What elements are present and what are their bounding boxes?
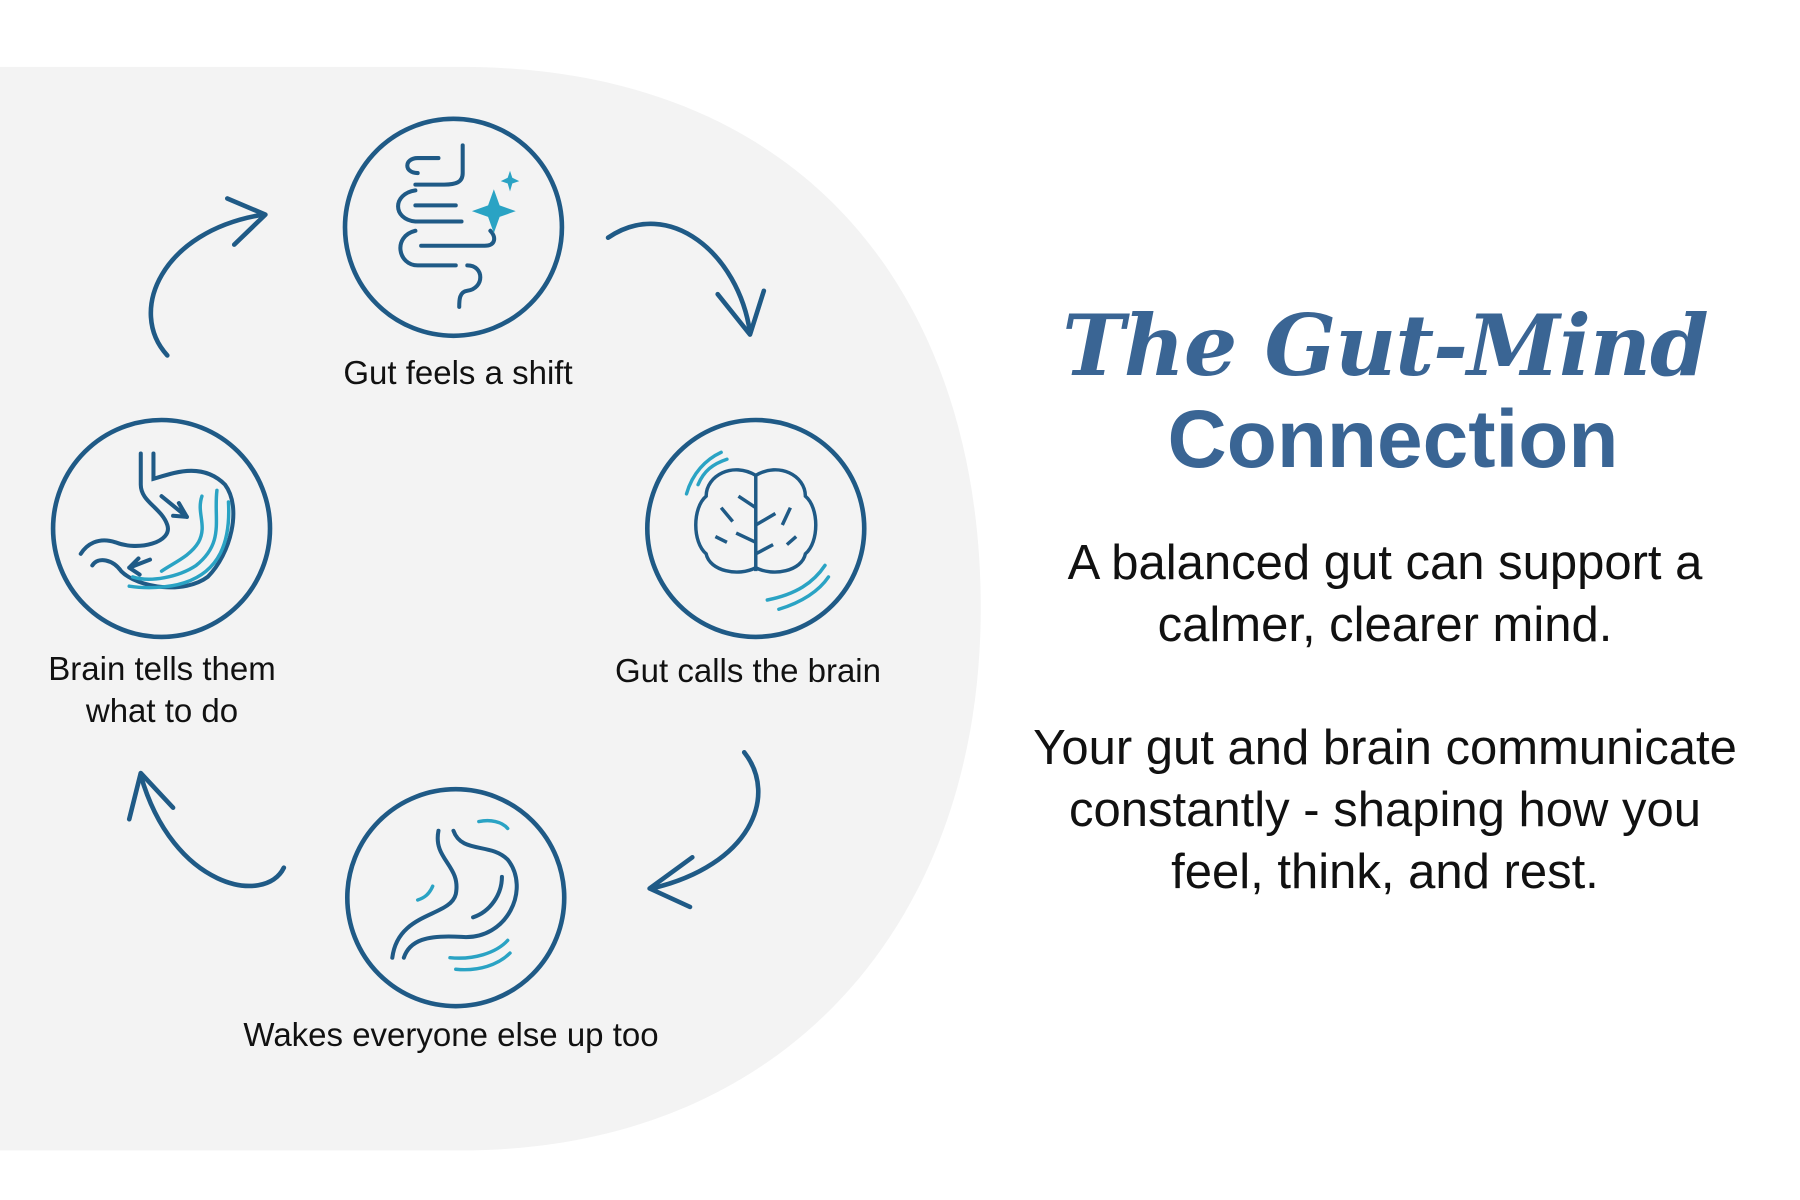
body-paragraph-2: Your gut and brain communicate constantl… xyxy=(1033,717,1737,903)
body-paragraph-1: A balanced gut can support a calmer, cle… xyxy=(1068,532,1703,656)
body-line: Your gut and brain communicate xyxy=(1033,721,1737,775)
arrow-icon xyxy=(647,750,761,910)
step-label-wakes-everyone: Wakes everyone else up too xyxy=(243,1016,659,1053)
arrow-icon xyxy=(126,770,287,889)
intestine-sparkle-icon xyxy=(396,143,497,309)
body-line: feel, think, and rest. xyxy=(1171,845,1599,899)
sparkle-icon xyxy=(471,170,520,234)
step-label-brain-tells: Brain tells them what to do xyxy=(48,648,275,732)
arrow-icon xyxy=(605,221,767,337)
motion-waves-icon xyxy=(415,818,512,972)
body-line: constantly - shaping how you xyxy=(1069,783,1701,837)
heading-line-1: The Gut-Mind xyxy=(1062,296,1708,395)
body-line: A balanced gut can support a xyxy=(1067,536,1703,590)
digestion-waves-icon xyxy=(127,488,231,590)
step-label-line: what to do xyxy=(85,692,239,729)
step-label-gut-feels-shift: Gut feels a shift xyxy=(343,354,573,391)
step-circle xyxy=(344,786,567,1009)
body-line: calmer, clearer mind. xyxy=(1157,598,1613,652)
stomach-signal-icon xyxy=(78,451,236,590)
step-label-line: Brain tells them xyxy=(48,650,276,687)
heading-line-2: Connection xyxy=(1167,394,1619,485)
brain-icon xyxy=(694,468,818,574)
background-panel xyxy=(0,66,981,1151)
step-circle xyxy=(342,116,565,339)
stomach-icon xyxy=(390,828,519,960)
step-circle xyxy=(50,417,273,640)
step-circle xyxy=(645,417,867,640)
signal-waves-icon xyxy=(684,450,831,611)
arrow-icon xyxy=(148,196,268,358)
step-label-gut-calls-brain: Gut calls the brain xyxy=(615,652,881,689)
